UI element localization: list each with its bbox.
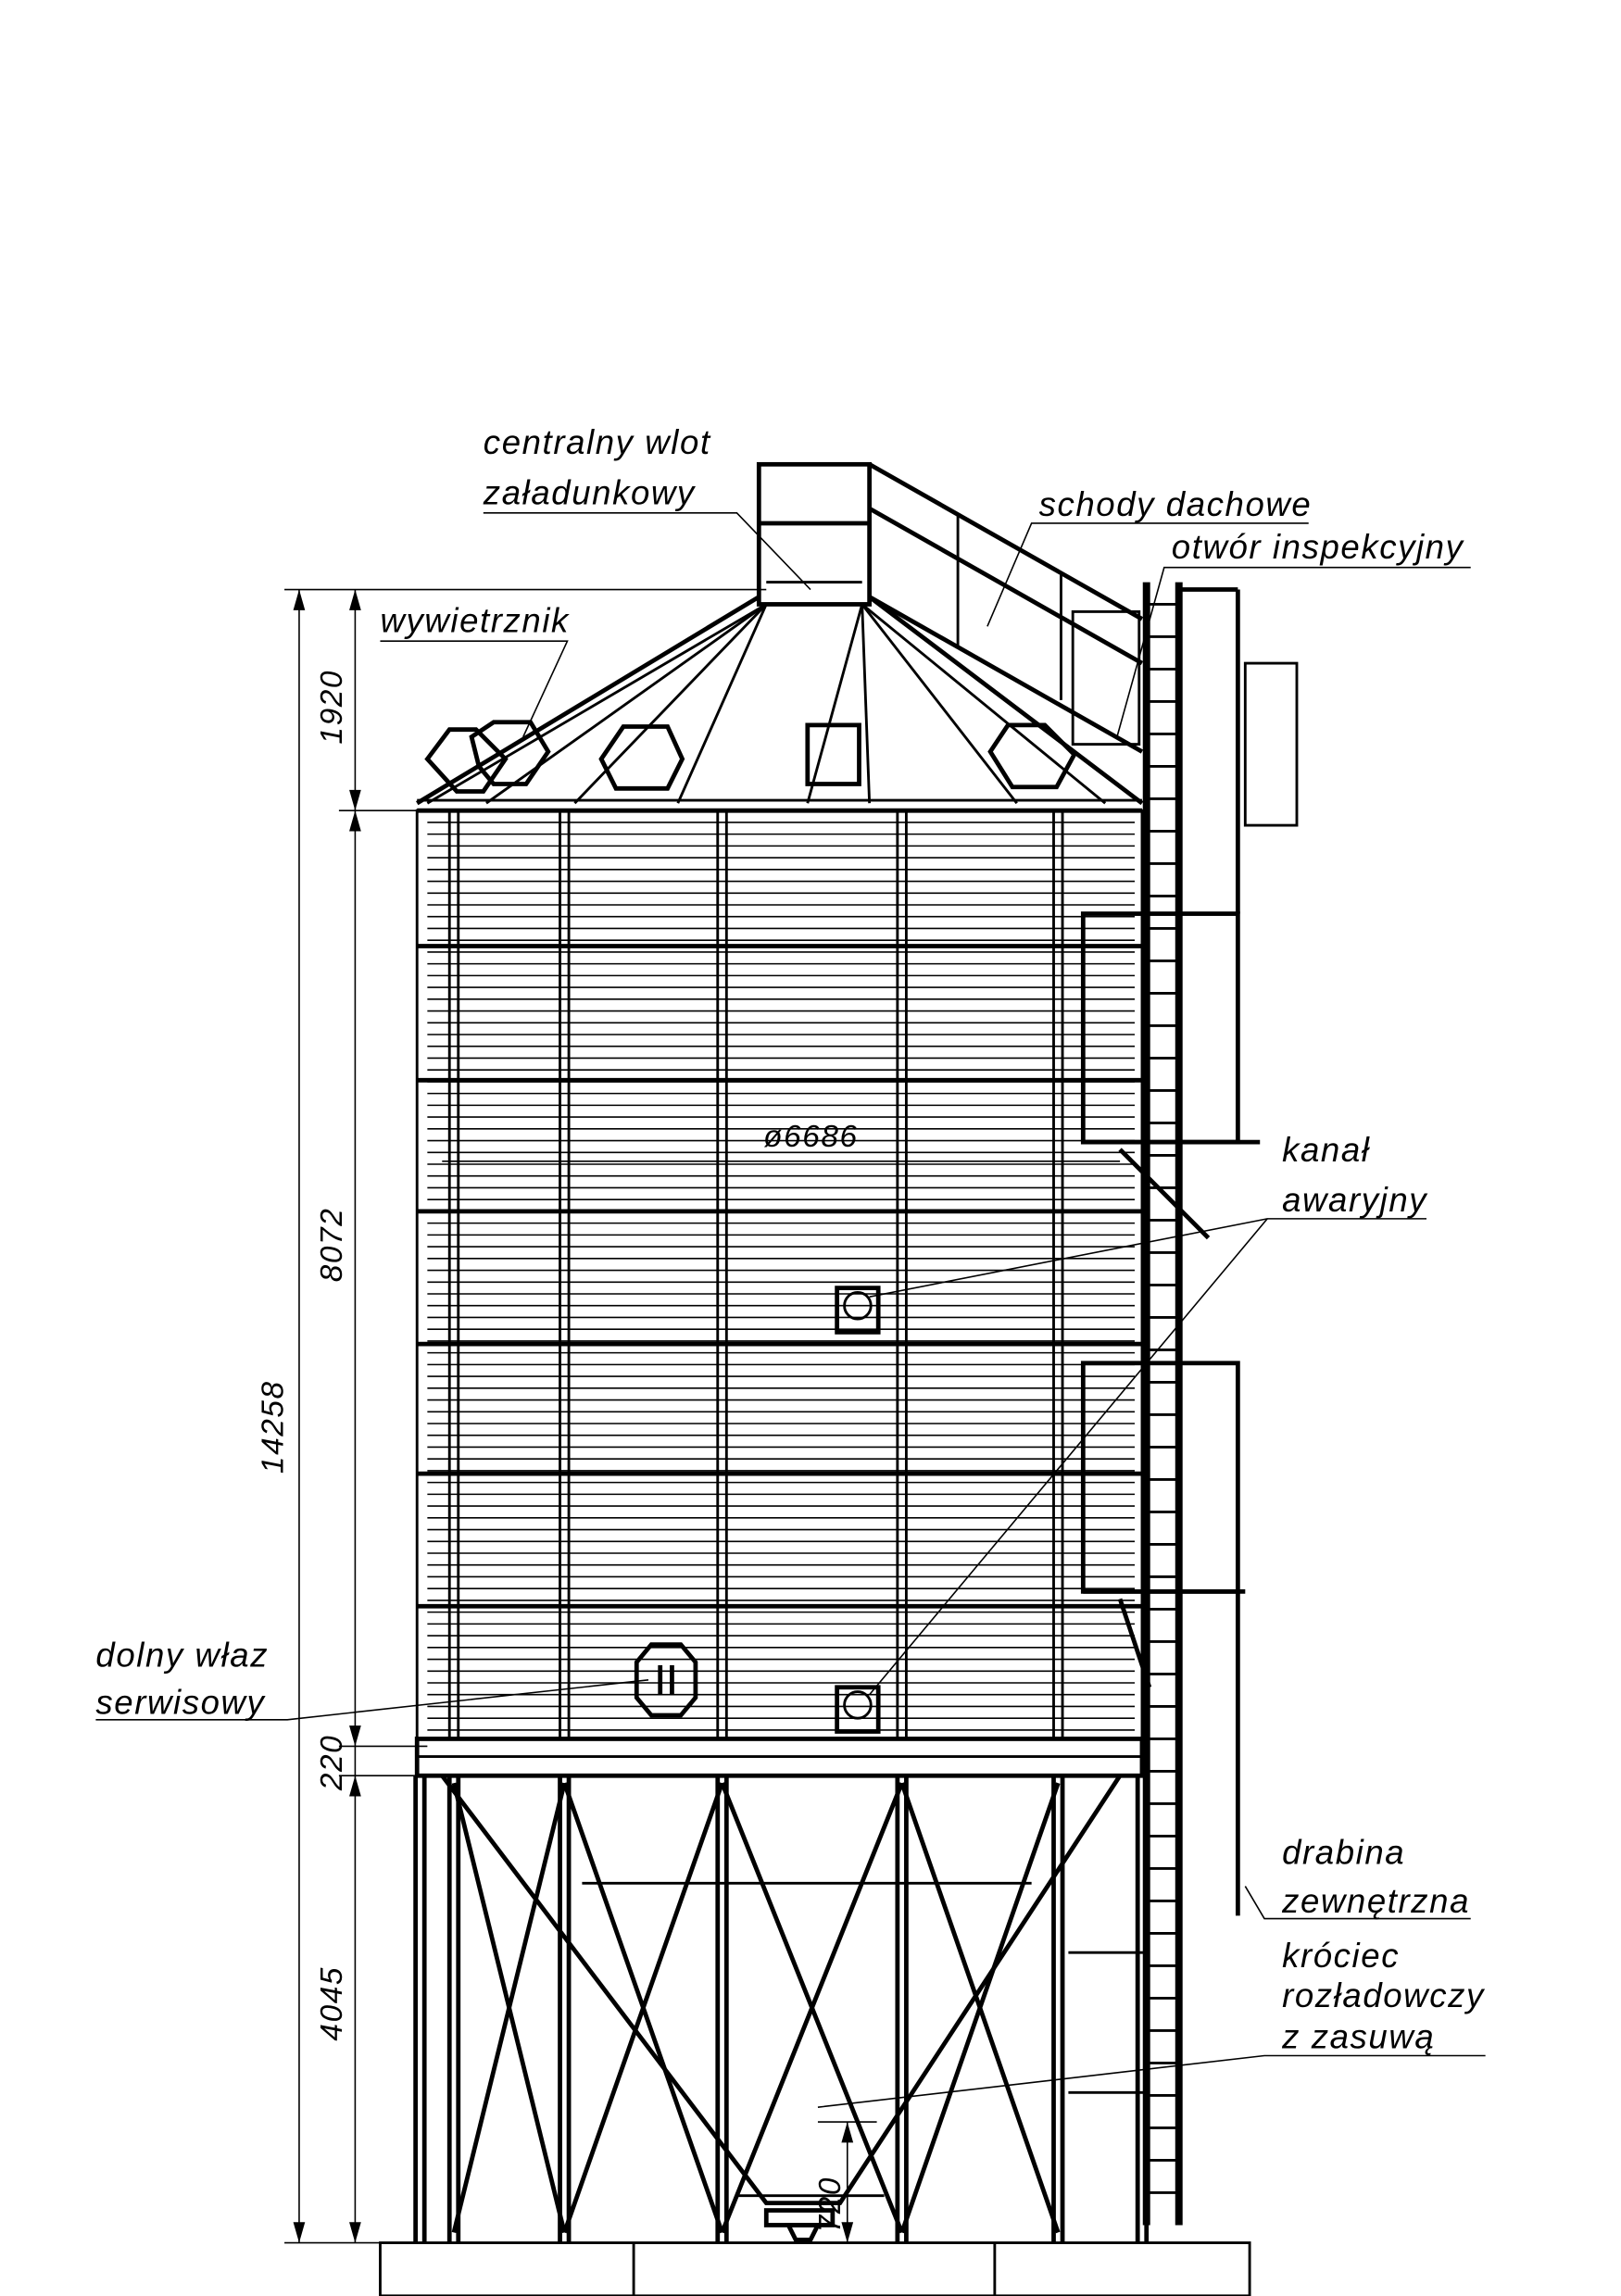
vent-icon	[424, 720, 1077, 794]
label-ladder-1: drabina	[1282, 1834, 1405, 1872]
dim-roof-height: 1920	[315, 670, 349, 745]
label-ladder-2: zewnętrzna	[1281, 1882, 1470, 1920]
label-outlet-1: króciec	[1282, 1937, 1400, 1975]
dim-total-height: 14258	[256, 1380, 290, 1474]
roof	[415, 595, 1144, 813]
cross-brace	[899, 1782, 1061, 2234]
base-ring	[414, 1737, 1145, 1778]
label-emergency-channel-1: kanał	[1282, 1131, 1371, 1169]
service-manhole-icon	[634, 1642, 698, 1718]
vertical-stiffeners	[447, 810, 1064, 1739]
dimension-lines	[284, 588, 877, 2244]
dim-diameter: ø6686	[763, 1120, 859, 1154]
label-inspection-opening: otwór inspekcyjny	[1172, 528, 1465, 566]
roof-ribs	[415, 595, 1144, 806]
cross-brace	[451, 1782, 567, 2233]
label-central-inlet-1: centralny wlot	[484, 423, 711, 461]
label-outlet-3: z zasuwą	[1281, 2018, 1435, 2056]
label-vent: wywietrznik	[380, 602, 570, 640]
roof-edge	[415, 595, 760, 806]
support-structure	[413, 1774, 1150, 2243]
central-inlet	[756, 461, 873, 607]
dim-body-height: 8072	[315, 1208, 349, 1283]
label-emergency-channel-2: awaryjny	[1282, 1181, 1428, 1219]
silo-body	[415, 809, 1144, 1740]
roof-stairs	[868, 462, 1144, 754]
label-outlet-2: rozładowczy	[1282, 1976, 1486, 2014]
dim-ring-height: 220	[315, 1735, 349, 1791]
label-manhole-1: dolny właz	[95, 1636, 269, 1674]
label-manhole-2: serwisowy	[95, 1683, 266, 1721]
roof-rib	[806, 604, 864, 804]
leader-lines	[95, 512, 1486, 2108]
roof-edge	[868, 595, 1144, 806]
cross-brace	[562, 1782, 724, 2234]
roof-rib	[861, 603, 1018, 805]
discharge-outlet-icon	[763, 2208, 836, 2242]
roof-rib	[861, 604, 872, 804]
label-roof-stairs: schody dachowe	[1039, 485, 1313, 523]
label-central-inlet-2: załadunkowy	[483, 473, 697, 511]
dim-support-height: 4045	[315, 1966, 349, 2041]
cross-brace	[720, 1782, 904, 2234]
emergency-channel-icon	[835, 1286, 881, 1734]
stiffening-rings	[417, 944, 1142, 1609]
roof-rib	[676, 603, 768, 804]
